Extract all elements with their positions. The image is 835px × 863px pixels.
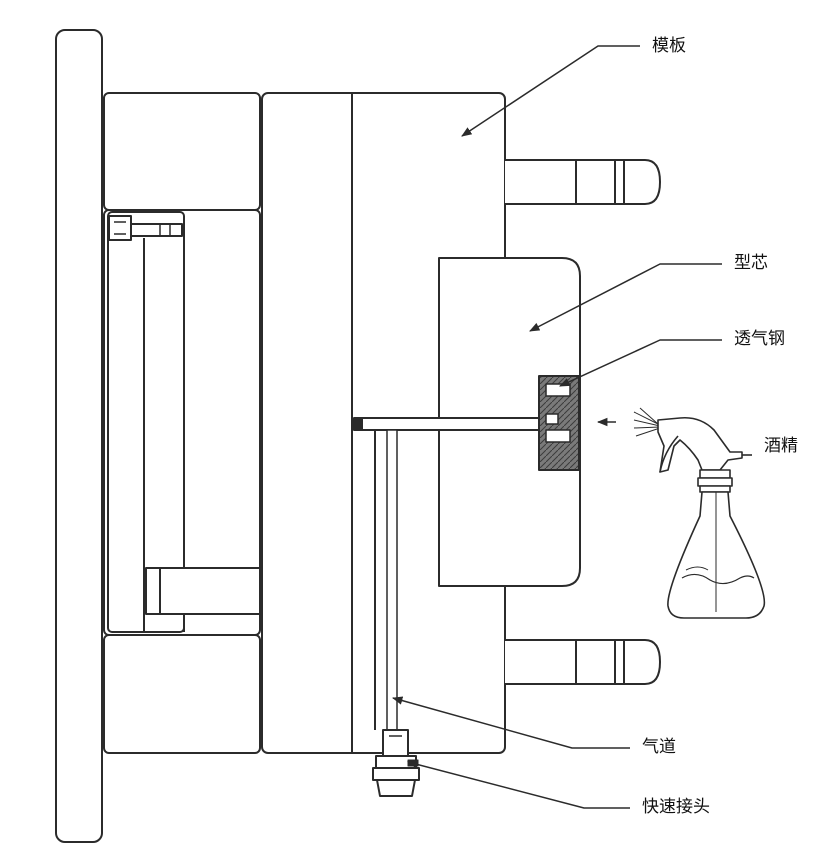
label-air-channel: 气道 bbox=[642, 737, 676, 757]
left-block-bottom bbox=[103, 634, 261, 754]
leader-template bbox=[461, 45, 640, 137]
label-vent-steel: 透气钢 bbox=[734, 329, 785, 349]
label-quick-connector: 快速接头 bbox=[642, 797, 710, 817]
return-pin bbox=[145, 567, 261, 615]
bolt-shank bbox=[130, 223, 183, 237]
air-channel-horizontal bbox=[355, 417, 540, 431]
leader-core bbox=[529, 263, 722, 332]
clamp-plate bbox=[55, 29, 103, 843]
label-template: 模板 bbox=[652, 36, 686, 56]
bolt-head bbox=[108, 215, 132, 241]
quick-connector-body bbox=[382, 729, 409, 757]
leader-air-channel bbox=[391, 696, 630, 749]
guide-pin-top bbox=[505, 159, 661, 205]
spray-bottle bbox=[633, 407, 766, 619]
guide-pin-bottom bbox=[505, 639, 661, 685]
leader-quick-connector bbox=[406, 760, 630, 809]
air-channel-vertical bbox=[386, 429, 398, 731]
label-alcohol: 酒精 bbox=[764, 436, 798, 456]
label-core: 型芯 bbox=[734, 253, 768, 273]
left-block-top bbox=[103, 92, 261, 211]
leader-vent-steel bbox=[559, 339, 722, 387]
